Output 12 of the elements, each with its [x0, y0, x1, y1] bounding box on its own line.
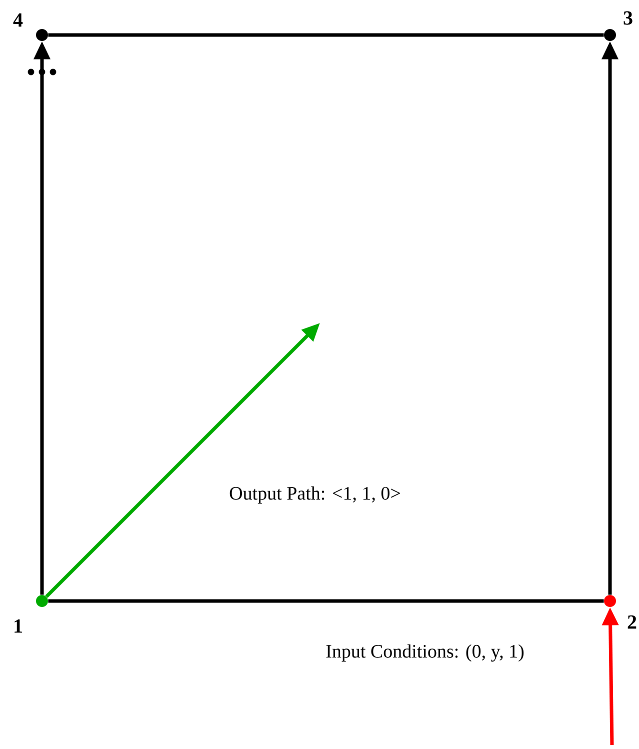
joint-number: 1	[14, 619, 22, 633]
annotation-text: Output Path: <1, 1, 0>	[230, 486, 400, 504]
annotation-text: Input Conditions: (0, y, 1)	[326, 644, 524, 662]
joint-number: 4	[13, 13, 23, 27]
joint-number: 2	[628, 615, 636, 629]
edge-line	[48, 33, 604, 37]
joint-dot	[36, 595, 48, 607]
joint-dot	[604, 595, 616, 607]
joint-dot	[36, 29, 48, 41]
edge-line	[48, 599, 604, 603]
joint-dot	[604, 29, 616, 41]
joint-number: 3	[624, 11, 632, 25]
